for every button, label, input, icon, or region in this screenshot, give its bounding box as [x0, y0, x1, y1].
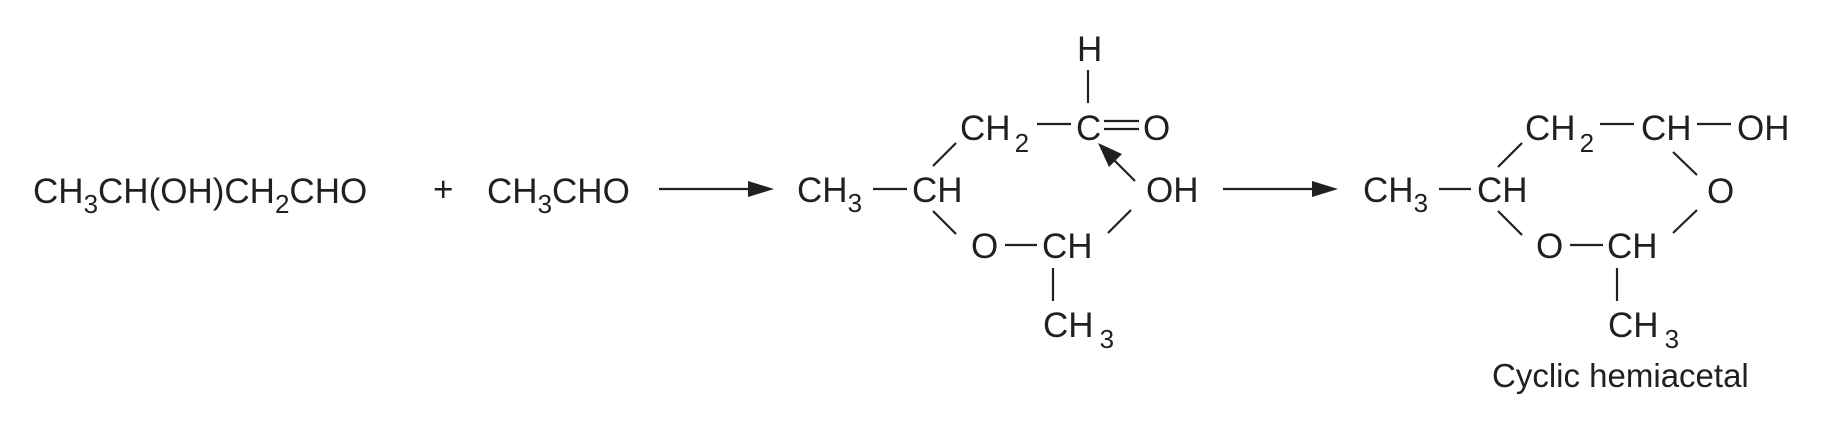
intermediate-methyl-left: CH3 — [797, 171, 862, 218]
product-ring-ch-left: CH — [1477, 171, 1528, 210]
reactant-2-subscript: 3 — [538, 189, 552, 219]
reactant-1-part: CH(OH)CH — [98, 172, 275, 211]
reactant-1-subscript: 2 — [275, 189, 289, 219]
arrow-head-icon — [748, 181, 774, 197]
product-ch-top-right: CH — [1641, 109, 1692, 148]
bond-o-ch-ring — [1672, 209, 1698, 234]
product-caption: Cyclic hemiacetal — [1492, 357, 1749, 394]
attack-arrow-head-icon — [1098, 143, 1122, 167]
reactant-1-subscript: 3 — [84, 189, 98, 219]
intermediate-ring-o: O — [971, 227, 998, 266]
product-ring-ch-bottom: CH — [1607, 227, 1658, 266]
intermediate-hydroxyl: OH — [1146, 171, 1199, 210]
ch2-subscript: 2 — [1015, 128, 1029, 158]
bond-ch-ch2 — [932, 142, 957, 167]
intermediate-ring-ch-left: CH — [912, 171, 963, 210]
methyl-main: CH — [1043, 306, 1094, 345]
product-ring-o-bottom: O — [1536, 227, 1563, 266]
reactant-2-part: CHO — [552, 172, 630, 211]
bond-ch-oh — [1107, 209, 1132, 234]
intermediate-carbonyl-c: C — [1076, 109, 1101, 148]
methyl-main: CH — [797, 171, 848, 210]
methyl-main: CH — [1363, 171, 1414, 210]
reactant-1-part: CH — [33, 172, 84, 211]
reaction-arrow-1 — [659, 181, 774, 197]
reactant-1-formula: CH3CH(OH)CH2CHO — [33, 172, 367, 219]
bond-ch-o-bottom — [1497, 210, 1523, 236]
reactant-1-part: CHO — [289, 172, 367, 211]
methyl-subscript: 3 — [1665, 324, 1679, 354]
ch2-main: CH — [960, 109, 1011, 148]
product-methyl-left: CH3 — [1363, 171, 1428, 218]
methyl-subscript: 3 — [1100, 324, 1114, 354]
product-hydroxyl: OH — [1737, 109, 1790, 148]
methyl-subscript: 3 — [848, 188, 862, 218]
bond-ch-ch2 — [1497, 142, 1523, 168]
ch2-main: CH — [1525, 109, 1576, 148]
reactant-1: CH3CH(OH)CH2CHO — [33, 172, 367, 219]
product-ring-o-right: O — [1707, 172, 1734, 211]
intermediate-aldehyde-h: H — [1077, 30, 1102, 69]
reactant-2-part: CH — [487, 172, 538, 211]
ch2-subscript: 2 — [1580, 128, 1594, 158]
intermediate-carbonyl-o: O — [1143, 109, 1170, 148]
intermediate-ring-ch-bottom: CH — [1042, 227, 1093, 266]
methyl-subscript: 3 — [1414, 188, 1428, 218]
reaction-arrow-2 — [1223, 181, 1338, 197]
reactant-2: CH3CHO — [487, 172, 630, 219]
methyl-main: CH — [1608, 306, 1659, 345]
reactant-2-formula: CH3CHO — [487, 172, 630, 219]
plus-sign: + — [433, 170, 453, 209]
nucleophilic-attack-arrow — [1098, 143, 1136, 182]
arrow-head-icon — [1312, 181, 1338, 197]
bond-ch-o-ring — [1672, 151, 1698, 176]
bond-ch-o — [932, 210, 957, 235]
